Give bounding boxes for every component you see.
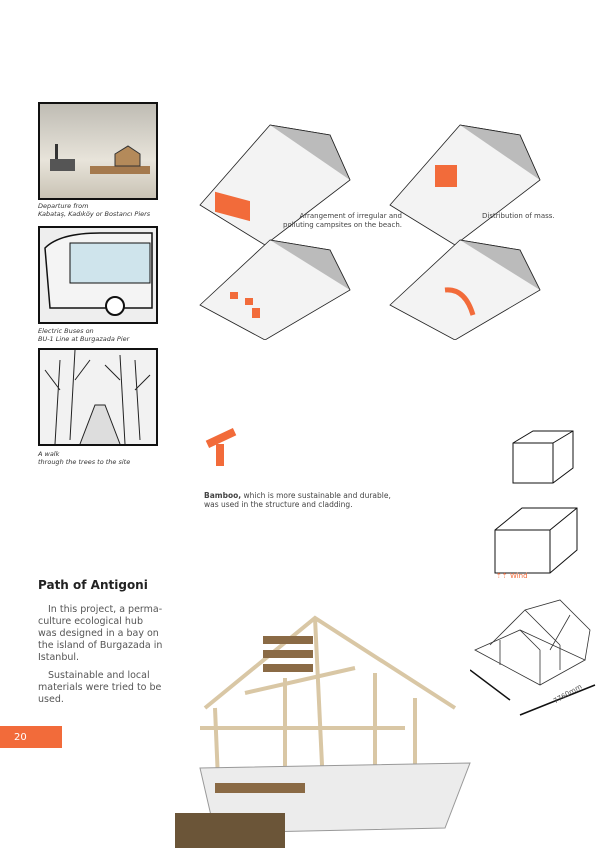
page-title: Path of Antigoni <box>38 578 148 592</box>
pier-photo <box>38 102 158 200</box>
bus-photo <box>38 226 158 324</box>
wind-arrow-icon: ⇡⇡ <box>496 572 508 580</box>
mass-block <box>215 191 250 222</box>
wind-label: ⇡⇡ Wind <box>496 572 528 580</box>
bamboo-text: Bamboo, which is more sustainable and du… <box>204 491 391 509</box>
intro-paragraph: In this project, a perma-culture ecologi… <box>38 604 163 663</box>
distribution-note: Distribution of mass. <box>482 212 555 220</box>
mass-cube-icon <box>512 430 574 484</box>
model-photo <box>175 615 471 848</box>
materials-paragraph: Sustainable and local materials were tri… <box>38 670 162 705</box>
page-number: 20 <box>0 726 62 748</box>
bamboo-joint-icon <box>205 428 237 466</box>
terrain-diagram-3 <box>199 239 351 340</box>
axonometric-frame-drawing <box>470 599 596 716</box>
terrain-diagram-2 <box>389 124 541 246</box>
mass-box-icon <box>494 507 578 574</box>
forest-photo <box>38 348 158 446</box>
site-diagrams <box>199 124 541 340</box>
terrain-diagram-4 <box>389 239 541 340</box>
